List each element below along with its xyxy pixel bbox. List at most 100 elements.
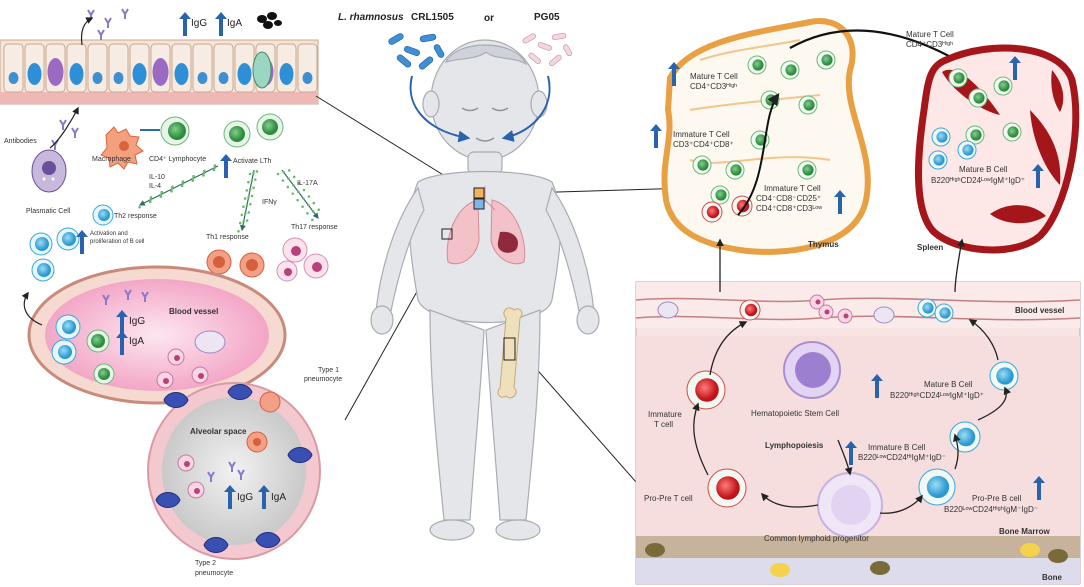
spleen-b-cell-nucleus [933,154,945,166]
cytokine-dot [276,172,280,176]
alveolus [147,382,321,560]
spleen-t-cell-nucleus [973,92,985,104]
cytokine-dot [250,194,254,198]
marrow-arrows [692,238,1011,514]
rbc-icon [873,306,895,324]
increase-arrow-icon [834,190,846,214]
increase-arrow-icon [668,62,680,86]
type2-pneumocyte-icon [227,384,253,400]
cd4-lymphocyte-label: CD4⁺ Lymphocyte [149,156,207,163]
alveolar-space-label: Alveolar space [190,427,247,436]
increase-arrow-icon [871,374,883,398]
ifny-label: IFNγ [262,199,277,206]
il17a-label: IL-17A [297,180,318,187]
cytokine-dot [181,180,185,183]
antibodies-label: Antibodies [4,138,37,145]
cytokine-dot [252,171,255,175]
type1-a: Type 1 [318,367,340,374]
cytokine-dot [286,185,290,189]
proliferation-label: proliferation of B cell [90,239,145,245]
cytokine-dot [287,169,291,172]
blood-b-cell-nucleus [939,307,951,319]
cytokine-dot [242,220,245,224]
increase-arrow-icon [116,310,128,334]
bacteria-icon [257,12,282,29]
cytokine-dot [247,195,250,199]
increase-arrow-icon [224,485,236,509]
immature-b-markers: B220ᴸᵒʷCD24ᴴⁱIgM⁺IgD⁻ [858,453,946,462]
nucleus-icon [132,63,147,85]
goblet-cell-icon [47,58,64,86]
cytokine-dot [245,189,249,192]
cytokine-dot [171,185,174,189]
thymocyte-red-nucleus [706,205,720,219]
spleen-mature-b-markers: B220ᴴⁱᵍʰCD24ᴸᵒʷIgM⁺IgD⁺ [931,176,1025,185]
hsc-nucleus [795,352,831,388]
increase-arrow-icon [76,230,88,254]
cytokine-dot [202,174,205,177]
iga-vessel: IgA [129,336,145,347]
cytokine-dot [180,184,184,188]
nucleus-icon [218,72,229,84]
cytokine-dot [247,180,250,184]
cytokine-dot [181,182,184,186]
iga-top: IgA [227,18,243,29]
cytokine-dot [243,212,247,215]
immature-t-b: T cell [654,420,673,429]
bone-marrow-panel [635,281,1081,585]
blood-vessel-marrow-label: Blood vessel [1015,306,1065,315]
type2-pneumocyte-icon [255,532,281,548]
cytokine-dot [307,195,311,198]
cytokine-dot [306,203,310,207]
thymocyte-green-nucleus [730,164,742,176]
bone-spot-icon [870,561,890,575]
spleen-b-cell-nucleus [936,131,948,143]
nucleus-icon [237,63,252,85]
cytokine-dot [170,189,173,193]
or-label: or [484,13,494,24]
plasmatic-cell-icon [31,149,67,193]
leukocyte-nucleus [824,309,830,315]
cytokine-dot [250,179,254,183]
il4-label: IL-4 [149,183,162,190]
cytokine-dots [138,164,321,233]
epithelial-cell [3,43,24,93]
cytokine-dot [297,182,301,185]
spleen-t-cell-nucleus [1007,126,1019,138]
femur-icon [497,307,523,399]
macrophage-icon [100,126,144,170]
cytokine-dot [238,221,242,225]
spleen-b-cell-nucleus [962,144,974,156]
igg-top: IgG [191,18,208,29]
epithelial-cell [213,43,234,93]
nucleus-icon [113,72,124,84]
pro-pre-t-label: Pro-Pre T cell [644,494,693,503]
cytokine-dot [212,168,216,172]
spleen-t-cell-nucleus [970,129,982,141]
thymus-imm2-markers-b: CD4⁺CD8⁺CD3ᴸᵒʷ [756,204,823,213]
increase-arrow-icon [116,331,128,355]
mature-b-marrow-title: Mature B Cell [924,380,973,389]
nucleus-icon [69,63,84,85]
blood-b-cell-nucleus [922,302,934,314]
cytokine-dot [202,169,206,173]
thymus-imm2-title: Immature T Cell [764,184,821,193]
nucleus-icon [174,63,189,85]
hsc-label: Hematopoietic Stem Cell [751,409,840,418]
cytokine-dot [159,195,163,198]
rbc-icon [657,301,679,319]
activate-lth-label: Activate LTh [233,158,272,165]
blood-t-cell-nucleus [744,303,758,317]
clp-label: Common lymphoid progenitor [764,534,869,543]
b-cells-left [29,204,114,282]
antibodies-top [87,8,129,40]
type2-pneumocyte-icon [203,537,229,553]
cytokine-dot [248,172,252,176]
cytokine-dot [237,229,240,233]
antibodies-left [51,119,79,150]
increase-arrow-icon [650,124,662,148]
pro-pre-b-cell-icon-nucleus [926,475,950,499]
cytokine-dot [287,177,290,181]
cytokine-dot [311,210,315,213]
